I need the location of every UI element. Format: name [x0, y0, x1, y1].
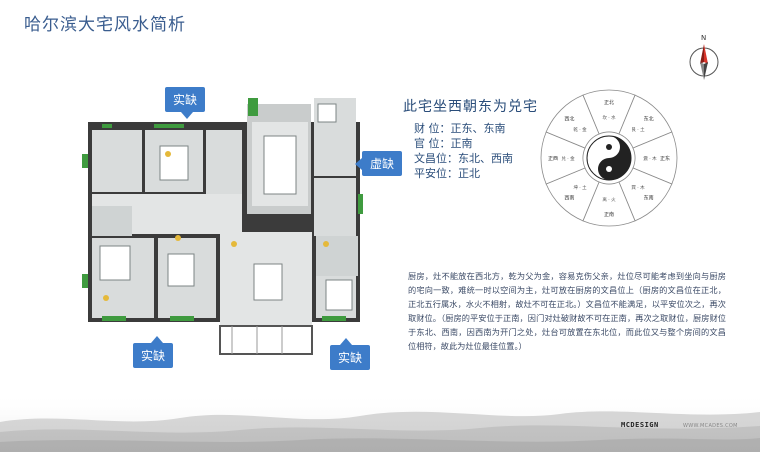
callout-missing-bottom-left: 实缺: [133, 336, 174, 368]
bagua-sector-content: 离 · 火: [602, 196, 616, 203]
bagua-sector-content: 艮 · 土: [631, 126, 645, 133]
landscape-footer: [0, 392, 760, 452]
floor-plan-furniture: [99, 103, 353, 311]
brand-url: WWW.MCADES.COM: [683, 423, 738, 429]
floor-plan: [82, 98, 363, 355]
bagua-direction-label: 正北: [604, 99, 614, 106]
bagua-direction-label: 东北: [644, 115, 654, 122]
brand-logo: MCDESIGN: [621, 421, 659, 429]
position-row: 文昌位：东北、西南: [414, 152, 513, 165]
bagua-direction-label: 西南: [564, 195, 574, 202]
callout-virtual-missing-right: 虚缺: [354, 151, 403, 176]
compass-icon: N: [689, 34, 719, 80]
position-row: 官 位：正南: [414, 137, 473, 150]
analysis-heading: 此宅坐西朝东为兑宅: [403, 99, 538, 115]
callout-missing-top: 实缺: [165, 87, 206, 119]
bagua-direction-label: 正东: [660, 155, 670, 162]
position-row: 财 位：正东、东南: [414, 122, 506, 135]
analysis-paragraph: 厨房，灶不能放在西北方，乾为父为金，容易克伤父亲，灶位尽可能考虑到坐向与厨房的宅…: [408, 271, 726, 351]
bagua-sector-content: 兑 · 金: [561, 155, 575, 162]
callout-missing-bottom-right: 实缺: [330, 338, 371, 370]
taiji-icon: [586, 135, 632, 181]
page-title: 哈尔滨大宅风水简析: [24, 15, 186, 35]
bagua-direction-label: 东南: [644, 195, 654, 202]
bagua-sector-content: 震 · 木: [643, 155, 657, 162]
bagua-direction-label: 西北: [564, 115, 574, 122]
bagua-direction-label: 正南: [604, 211, 614, 218]
bagua-sector-content: 巽 · 木: [631, 184, 645, 191]
bagua-sector: [545, 94, 600, 149]
position-row: 平安位：正北: [414, 167, 480, 180]
bagua-sector-content: 坎 · 水: [602, 114, 616, 121]
bagua-sector-content: 坤 · 土: [573, 184, 587, 191]
floor-plan-walls: [82, 98, 363, 355]
bagua-sector-content: 乾 · 金: [573, 126, 587, 133]
compass-north-label: N: [701, 34, 706, 42]
bagua-direction-label: 正西: [548, 156, 558, 162]
analysis-positions: 财 位：正东、东南 官 位：正南 文昌位：东北、西南 平安位：正北: [414, 121, 513, 181]
